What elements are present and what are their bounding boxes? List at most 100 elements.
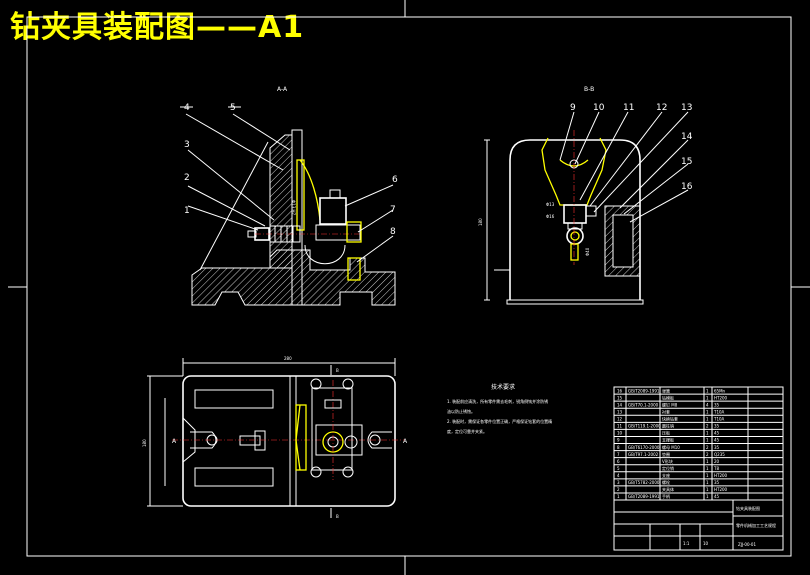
bom-cell-no: 9 xyxy=(617,438,620,443)
bom-cell-mat: T10A xyxy=(713,409,725,414)
bom-cell-name: 螺母 M10 xyxy=(662,444,680,450)
bom-cell-mat: 35 xyxy=(714,424,720,429)
title-block: 钻夹具装配图 零件机械加工工艺规程 1:1 10 ZJJ-00-01 xyxy=(613,499,784,551)
bom-cell-no: 7 xyxy=(617,452,620,457)
bom-cell-no: 6 xyxy=(617,459,620,464)
balloon-11: 11 xyxy=(623,103,634,113)
bom-cell-name: 垫圈 xyxy=(662,451,670,457)
drawing-title: 钻夹具装配图——A1 xyxy=(10,10,305,45)
bom-cell-qty: 1 xyxy=(706,395,709,400)
marker-a-right: A xyxy=(403,438,408,445)
bom-cell-qty: 1 xyxy=(706,466,709,471)
tech-req-line-4: 度，定位可靠并夹紧。 xyxy=(447,428,487,434)
bom-cell-qty: 4 xyxy=(706,402,709,407)
bom-cell-name: 圆柱销 xyxy=(662,423,674,429)
bom-cell-no: 14 xyxy=(617,402,623,407)
bom-cell-name: 钻模板 xyxy=(662,394,674,400)
bom-cell-mat: T10A xyxy=(713,417,725,422)
balloon-callouts-right: 9 10 11 12 13 14 15 16 xyxy=(559,103,693,223)
bom-cell-name: 螺栓 xyxy=(662,479,670,485)
title-block-drawing-name: 钻夹具装配图 xyxy=(736,505,760,511)
balloon-7: 7 xyxy=(390,205,396,215)
bom-cell-qty: 2 xyxy=(706,424,709,429)
balloon-1: 1 xyxy=(184,206,190,216)
bom-cell-name: 支座 xyxy=(662,472,670,478)
dim-right-height: 180 xyxy=(478,218,483,226)
section-b-label: B-B xyxy=(584,86,594,93)
bom-cell-name: 定位销 xyxy=(662,465,674,471)
bom-cell-qty: 1 xyxy=(706,494,709,499)
dim-phi-b: Φ16 xyxy=(546,214,555,219)
plan-view: 280 180 A A B B xyxy=(142,356,408,519)
dim-left-height: 180 xyxy=(142,439,147,447)
bom-cell-mat: Q235 xyxy=(714,452,725,457)
balloon-14: 14 xyxy=(681,132,693,142)
bom-cell-code: GB/T2089-1991 xyxy=(628,494,660,499)
bom-cell-qty: 1 xyxy=(706,459,709,464)
balloon-callouts-left: 1 2 3 4 5 6 7 8 xyxy=(180,103,398,271)
bom-cell-name: 螺钉 M8 xyxy=(662,401,678,407)
bom-cell-code: GB/T119.1-2000 xyxy=(628,424,661,429)
bom-cell-no: 1 xyxy=(617,494,620,499)
bom-cell-mat: HT200 xyxy=(714,473,728,478)
bom-cell-mat: 45 xyxy=(714,438,720,443)
tech-requirements: 技术要求 1. 装配前应清洗，所有零件需去毛刺，锐角倒钝并涂防锈 油以防止锈蚀。… xyxy=(447,383,552,434)
threaded-stud xyxy=(269,225,301,243)
dim-top-width: 280 xyxy=(284,356,292,361)
bom-cell-code: GB/T70.1-2000 xyxy=(628,402,659,407)
bom-cell-no: 4 xyxy=(617,473,620,478)
bom-cell-mat: HT200 xyxy=(714,487,728,492)
title-block-scale: 1:1 xyxy=(683,541,690,546)
marker-a-left: A xyxy=(172,438,177,445)
bom-cell-mat: 35 xyxy=(714,445,720,450)
balloon-4: 4 xyxy=(184,103,190,113)
bom-cell-mat: 65Mn xyxy=(714,388,726,393)
bom-cell-qty: 1 xyxy=(706,431,709,436)
balloon-16: 16 xyxy=(681,182,693,192)
tech-req-line-3: 2. 装配时，需保证各零件位置正确，严格保证钻套的位置精 xyxy=(447,418,552,424)
balloon-13: 13 xyxy=(681,103,692,113)
bom-cell-no: 13 xyxy=(617,409,623,414)
marker-b-top: B xyxy=(336,368,339,373)
balloon-3: 3 xyxy=(184,140,190,150)
drawing-border xyxy=(8,0,810,575)
dim-phi-a: Φ13 xyxy=(546,202,555,207)
bom-cell-no: 2 xyxy=(617,487,620,492)
balloon-9: 9 xyxy=(570,103,576,113)
bom-cell-no: 16 xyxy=(617,388,623,393)
bom-cell-mat: 45 xyxy=(714,431,720,436)
bom-cell-mat: 35 xyxy=(714,480,720,485)
title-block-part-name: 零件机械加工工艺规程 xyxy=(736,522,776,528)
title-block-sheet: 10 xyxy=(703,541,709,546)
tech-req-line-1: 1. 装配前应清洗，所有零件需去毛刺，锐角倒钝并涂防锈 xyxy=(447,398,548,404)
bom-cell-no: 5 xyxy=(617,466,620,471)
dim-phi-c: Φ40 xyxy=(585,247,590,256)
bom-cell-qty: 1 xyxy=(706,417,709,422)
bom-cell-qty: 1 xyxy=(706,438,709,443)
balloon-8: 8 xyxy=(390,227,396,237)
section-view-b: B-B Φ13 Φ16 Φ40 180 xyxy=(478,86,644,305)
balloon-15: 15 xyxy=(681,157,692,167)
section-view-a: A-A Φ13 H7 xyxy=(191,86,396,306)
bom-cell-qty: 1 xyxy=(706,480,709,485)
bom-cell-mat: HT200 xyxy=(714,395,728,400)
bom-cell-qty: 1 xyxy=(706,487,709,492)
bom-cell-name: 快换钻套 xyxy=(662,416,678,422)
bom-cell-no: 8 xyxy=(617,445,620,450)
bom-cell-qty: 1 xyxy=(706,388,709,393)
balloon-12: 12 xyxy=(656,103,667,113)
bom-cell-qty: 2 xyxy=(706,452,709,457)
title-block-code: ZJJ-00-01 xyxy=(738,542,756,547)
bom-cell-code: GB/T97.1-2002 xyxy=(628,452,659,457)
bom-cell-code: GB/T5782-2000 xyxy=(628,480,660,485)
bom-cell-no: 12 xyxy=(617,417,623,422)
bom-cell-code: GB/T6170-2000 xyxy=(628,445,660,450)
tech-req-heading: 技术要求 xyxy=(491,383,515,391)
section-a-label: A-A xyxy=(277,86,288,93)
bom-cell-mat: 35 xyxy=(714,402,720,407)
bom-cell-qty: 1 xyxy=(706,473,709,478)
balloon-10: 10 xyxy=(593,103,605,113)
bom-cell-name: 弹簧 xyxy=(662,387,670,393)
